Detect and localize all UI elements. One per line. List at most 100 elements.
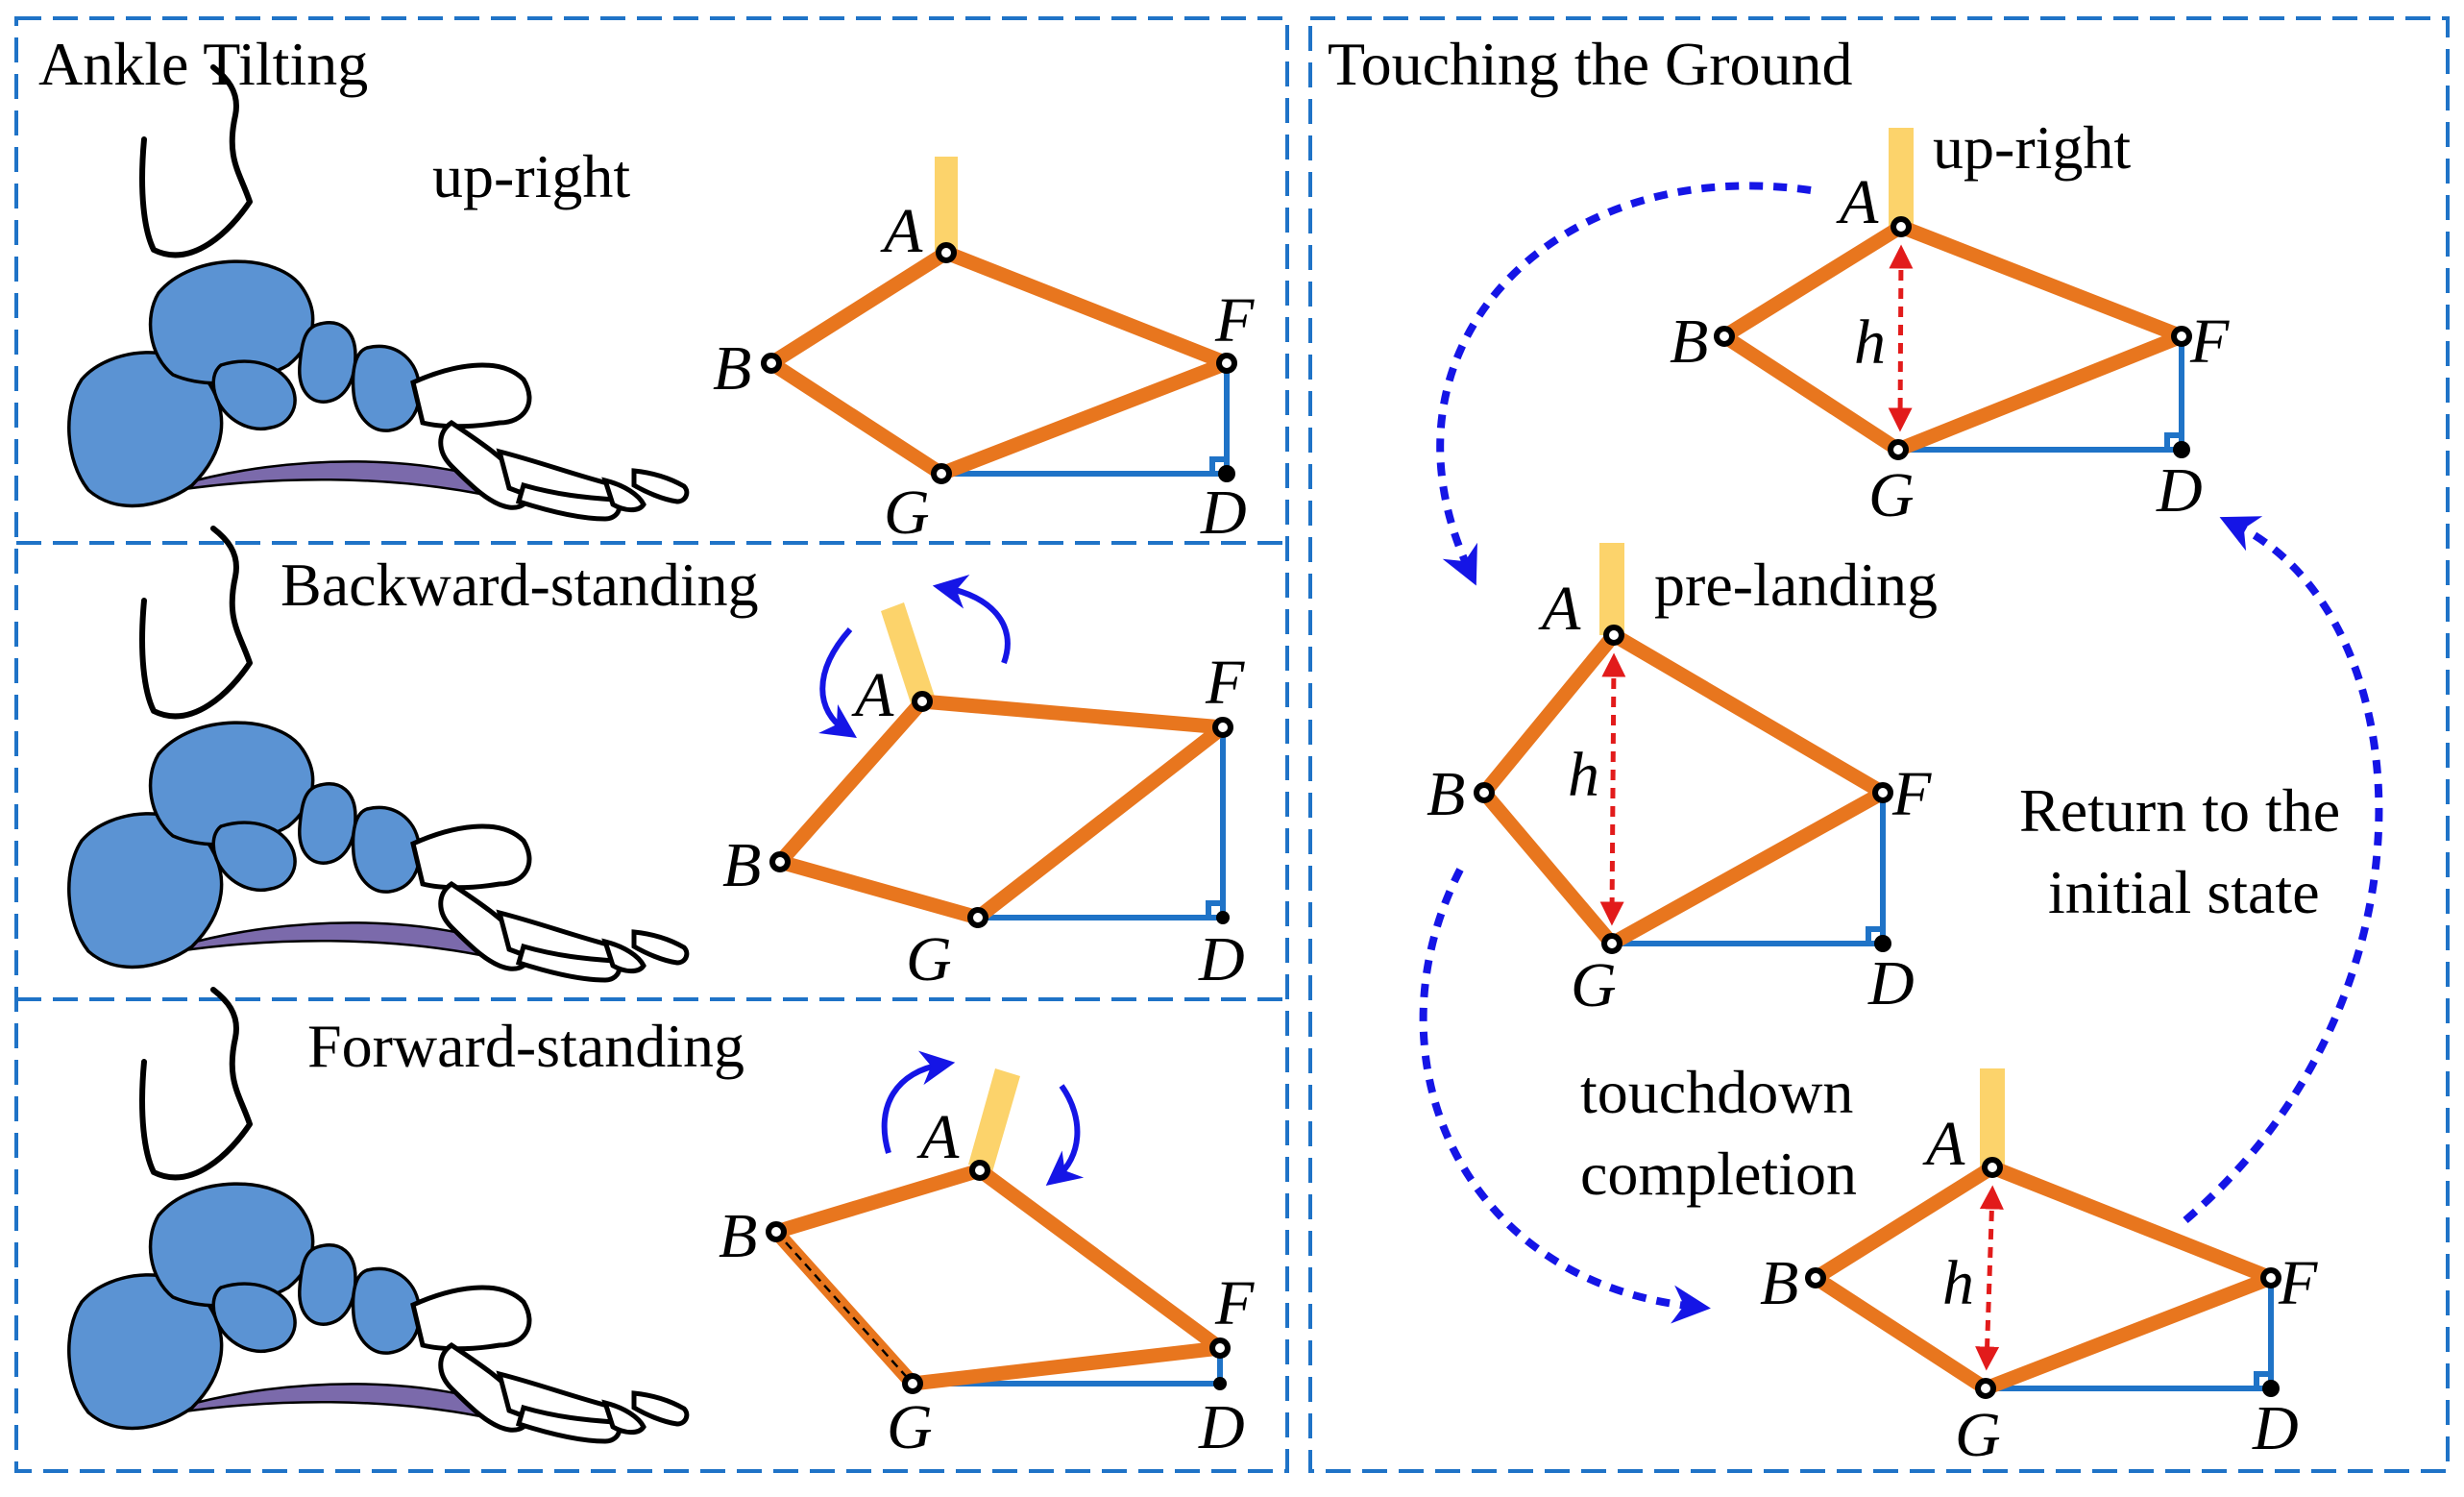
linkage-touchdown: A B h F G D [1760,1068,2318,1470]
joint-b [1714,326,1735,347]
label-b: B [722,830,761,900]
label-d: D [1198,924,1245,994]
link-ab [764,245,954,371]
link-bg [764,356,949,481]
rotation-arrow-left [881,1050,956,1154]
joint-b [761,353,782,374]
label-a: A [1538,574,1581,644]
label-g: G [1571,950,1617,1020]
label-a: A [1922,1109,1965,1179]
label-h: h [1854,307,1886,378]
label-d: D [1198,1392,1245,1462]
tibia-bar [1889,128,1914,227]
link-gf [1604,785,1891,951]
state-label-upright-right: up-right [1933,113,2131,182]
link-bg [772,854,986,925]
label-h: h [1568,740,1599,810]
joint-f [1212,717,1233,738]
label-d: D [1200,478,1247,548]
link-bg [1808,1270,1993,1396]
joint-d [1216,911,1230,924]
label-a: A [916,1102,960,1172]
linkage-prelanding: A B h F G D [1427,543,1932,1020]
joint-d [2262,1380,2280,1397]
linkage-backward: A B F G D [722,575,1245,994]
joint-g [967,907,988,928]
link-bg [1476,785,1620,951]
label-f: F [1214,1268,1255,1338]
label-d: D [2156,455,2203,526]
link-af [1893,219,2189,344]
tibia-bar [1599,543,1624,635]
link-ab [1717,219,1909,344]
joint-d [2173,441,2190,458]
label-b: B [1670,307,1708,377]
joint-f [1209,1337,1231,1359]
joint-a [912,691,933,712]
joint-b [769,851,791,872]
link-ab [1476,627,1622,800]
label-f: F [2278,1248,2318,1318]
label-a: A [1836,167,1879,237]
label-a: A [851,660,894,730]
joint-b [1805,1267,1826,1288]
label-f: F [1214,285,1255,356]
state-label-completion: completion [1580,1140,1857,1208]
right-angle-mark [1209,456,1227,474]
label-f: F [1205,648,1245,718]
label-g: G [884,478,930,548]
joint-a [1603,625,1624,646]
joint-g [931,463,952,484]
joint-f [2260,1267,2281,1288]
linkage-upright-right: A B h F G D [1670,128,2230,530]
tibia-bar [968,1068,1020,1172]
height-arrow [1975,1185,2004,1371]
flow-arrow-prelanding-to-touchdown [1419,868,1711,1324]
touching-ground-title: Touching the Ground [1328,30,1853,98]
label-g: G [906,924,952,994]
joint-a [1982,1157,2003,1178]
joint-g [902,1373,923,1394]
height-arrow [1599,652,1626,926]
link-bg [1717,329,1906,457]
label-g: G [1955,1400,2001,1470]
label-g: G [1868,460,1915,530]
link-af [939,245,1234,371]
joint-f [2171,326,2192,347]
label-b: B [713,333,751,404]
joint-d [1874,935,1891,952]
touching-ground-panel-frame [1308,16,2450,1473]
joint-f [1872,782,1893,803]
right-angle-mark [1866,926,1883,944]
tibia-bar [1980,1068,2005,1167]
reference-line-bg [775,1231,914,1385]
joint-a [969,1160,990,1181]
link-gf [1978,1270,2279,1396]
joint-d [1213,1377,1227,1390]
state-label-forward: Forward-standing [307,1012,744,1080]
link-af [972,1163,1228,1356]
state-label-prelanding: pre-landing [1654,551,1938,619]
link-gf [934,356,1234,481]
rotation-arrow-right [1045,1084,1085,1187]
label-h: h [1942,1248,1974,1318]
joint-b [766,1221,787,1242]
height-arrow [1888,244,1914,432]
label-b: B [719,1201,757,1271]
joint-b [1474,782,1495,803]
state-label-touchdown: touchdown [1580,1058,1853,1126]
joint-a [936,242,957,263]
flow-arrow-upright-to-prelanding [1436,182,1812,586]
ankle-tilting-title: Ankle Tilting [38,30,368,98]
linkage-forward: A B F G D [719,1050,1255,1462]
rotation-arrow-left [818,627,857,738]
label-f: F [1891,759,1932,829]
right-angle-mark [2254,1371,2271,1388]
joint-g [1888,439,1909,460]
ankle-tilting-panel-frame [14,16,1289,1473]
joint-g [1975,1378,1996,1399]
link-af [1985,1160,2279,1286]
link-af [915,694,1231,735]
label-g: G [887,1392,933,1462]
link-ab [1808,1160,2000,1286]
